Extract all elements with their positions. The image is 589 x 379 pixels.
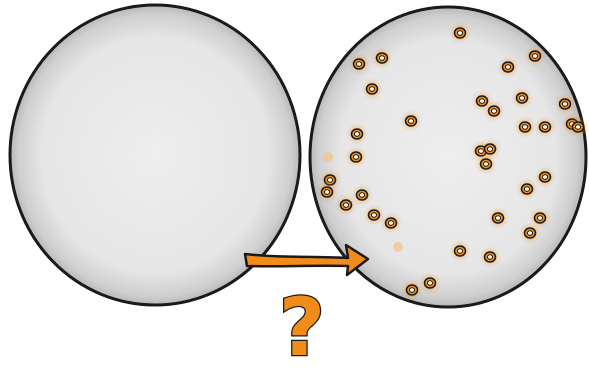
right-petri-dish [308,5,589,309]
colony-core [542,174,548,180]
colony-core [524,186,530,192]
colony-core [359,192,365,198]
faint-colony-group [323,152,403,252]
colony-core [356,61,362,67]
colony-core [427,280,433,286]
colony-core [371,212,377,218]
colony-core [537,215,543,221]
colony-core [409,287,415,293]
colony-core [487,146,493,152]
transition-arrow [243,243,370,277]
colony-core [491,108,497,114]
colony-core [532,53,538,59]
colony-core [542,124,548,130]
colony-core [343,202,349,208]
colony-core [388,220,394,226]
faint-colony [393,242,403,252]
question-mark: ? [278,280,327,376]
colony-core [522,124,528,130]
colony-core [369,86,375,92]
colony-core [479,98,485,104]
colony-core [379,55,385,61]
faint-colony [323,152,333,162]
left-petri-dish [8,3,302,307]
arrow-icon [243,243,370,277]
colony-group [316,22,589,301]
colony-core [495,215,501,221]
colony-core [408,118,414,124]
colony-core [354,131,360,137]
colony-core [324,189,330,195]
colony-core [562,101,568,107]
colony-core [483,161,489,167]
colony-core [487,254,493,260]
colony-core [457,248,463,254]
colony-core [527,230,533,236]
colony-core [519,95,525,101]
colony-core [505,64,511,70]
colony-core [575,124,581,130]
question-mark-icon: ? [279,281,325,374]
colony-core [353,154,359,160]
left-dish-rim [8,3,302,307]
colony-core [457,30,463,36]
